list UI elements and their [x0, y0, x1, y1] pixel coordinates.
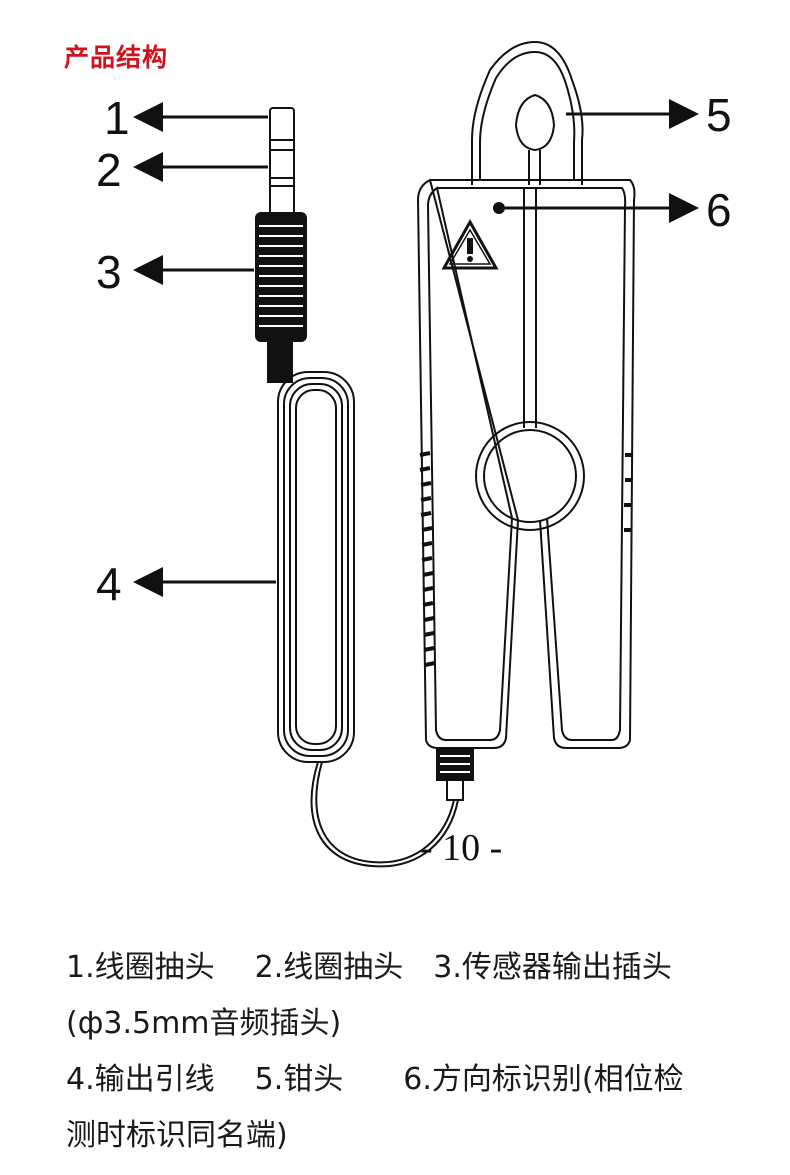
legend-item-3-continued: (ф3.5mm音频插头) [66, 1006, 342, 1041]
callout-number-2: 2 [96, 144, 122, 196]
callout-number-1: 1 [104, 92, 130, 144]
callout-number-4: 4 [96, 558, 122, 610]
legend-item-6-continued: 测时标识同名端) [66, 1118, 288, 1153]
legend-item-3: 3.传感器输出插头 [433, 950, 672, 985]
legend-item-1: 1.线圈抽头 [66, 950, 215, 985]
legend-item-5: 5.钳头 [254, 1062, 344, 1097]
plug-grip-ridges [259, 225, 303, 327]
product-structure-diagram: 1 2 3 4 5 6 - 10 - [96, 40, 732, 869]
legend-item-4: 4.输出引线 [66, 1062, 215, 1097]
direction-mark-dot [493, 202, 505, 214]
legend-line-2: (ф3.5mm音频插头) [66, 996, 766, 1052]
legend-item-6: 6.方向标识别(相位检 [403, 1062, 684, 1097]
legend-line-3: 4.输出引线 5.钳头 6.方向标识别(相位检 [66, 1052, 766, 1108]
legend-item-2: 2.线圈抽头 [254, 950, 404, 985]
side-grip-ridges [419, 451, 632, 667]
callout-number-5: 5 [706, 89, 732, 141]
warning-triangle-icon [441, 218, 499, 270]
legend-line-1: 1.线圈抽头 2.线圈抽头 3.传感器输出插头 [66, 940, 766, 996]
clamp-body [416, 40, 636, 749]
output-lead-coil [277, 371, 459, 868]
clamp-cable-connector [436, 747, 474, 801]
callout-number-3: 3 [96, 246, 122, 298]
page-title: 产品结构 [64, 43, 169, 72]
page-number: - 10 - [420, 827, 502, 869]
legend-line-4: 测时标识同名端) [66, 1108, 766, 1164]
legend: 1.线圈抽头 2.线圈抽头 3.传感器输出插头 (ф3.5mm音频插头) 4.输出引… [66, 940, 766, 1164]
callout-number-6: 6 [706, 184, 732, 236]
